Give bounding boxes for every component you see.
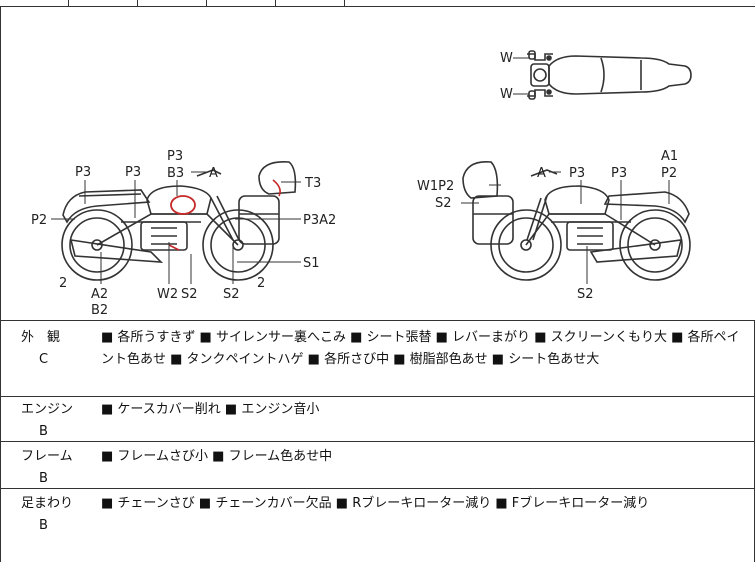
damage-mark-engine bbox=[168, 244, 180, 251]
row-label: フレーム bbox=[21, 449, 73, 464]
left-side-motorcycle-icon bbox=[61, 160, 297, 281]
right-label-p3-rear: P3 bbox=[611, 166, 627, 181]
row-notes: ■ 各所うすきず ■ サイレンサー裏へこみ ■ シート張替 ■ レバーまがり ■… bbox=[101, 330, 740, 367]
row-notes: ■ ケースカバー削れ ■ エンジン音小 bbox=[101, 402, 320, 417]
damage-mark-tank bbox=[170, 195, 196, 215]
table-cell bbox=[276, 0, 345, 6]
left-label-w2: W2 bbox=[157, 287, 178, 302]
row-suspension: 足まわり B ■ チェーンさび ■ チェーンカバー欠品 ■ Rブレーキローター減… bbox=[0, 488, 755, 562]
left-label-t3: T3 bbox=[304, 176, 321, 191]
right-label-s2-bottom: S2 bbox=[577, 287, 594, 302]
table-cell bbox=[0, 0, 69, 6]
left-label-2-right: 2 bbox=[257, 276, 265, 291]
left-label-a: A bbox=[209, 166, 218, 181]
row-notes: ■ フレームさび小 ■ フレーム色あせ中 bbox=[101, 449, 333, 464]
right-leader-lines bbox=[461, 171, 670, 284]
left-label-s1: S1 bbox=[303, 256, 320, 271]
row-engine: エンジン B ■ ケースカバー削れ ■ エンジン音小 bbox=[0, 396, 755, 442]
row-grade: C bbox=[39, 352, 49, 367]
left-label-p2: P2 bbox=[31, 213, 47, 228]
previous-table-edge bbox=[0, 0, 755, 7]
row-grade: B bbox=[39, 471, 48, 486]
left-label-p3-rear: P3 bbox=[75, 165, 91, 180]
right-side-motorcycle-icon bbox=[462, 161, 691, 281]
left-leader-lines bbox=[51, 171, 301, 284]
table-cell bbox=[207, 0, 276, 6]
right-label-w1p2: W1P2 bbox=[417, 179, 454, 194]
top-label-w-upper: W bbox=[500, 51, 513, 66]
right-label-a: A bbox=[537, 166, 546, 181]
top-view-motorcycle-icon bbox=[527, 50, 692, 100]
left-label-b3: B3 bbox=[167, 166, 184, 181]
row-notes: ■ チェーンさび ■ チェーンカバー欠品 ■ Rブレーキローター減り ■ Fブレ… bbox=[101, 496, 650, 511]
left-label-p3a2: P3A2 bbox=[303, 213, 336, 228]
row-label: 足まわり bbox=[21, 496, 74, 511]
damage-mark-screen bbox=[272, 179, 281, 197]
row-label: 外 観 bbox=[21, 330, 61, 345]
table-cell bbox=[138, 0, 207, 6]
row-grade: B bbox=[39, 518, 48, 533]
left-label-2-left: 2 bbox=[59, 276, 67, 291]
right-label-a1: A1 bbox=[661, 149, 678, 164]
right-label-p3-front: P3 bbox=[569, 166, 585, 181]
left-label-a2: A2 bbox=[91, 287, 108, 302]
table-cell bbox=[69, 0, 138, 6]
right-label-p2: P2 bbox=[661, 166, 677, 181]
damage-diagram-area: W W bbox=[0, 7, 755, 320]
left-label-p3-mid: P3 bbox=[125, 165, 141, 180]
row-label: エンジン bbox=[21, 402, 74, 417]
left-label-s2-b: S2 bbox=[223, 287, 240, 302]
row-frame: フレーム B ■ フレームさび小 ■ フレーム色あせ中 bbox=[0, 441, 755, 489]
row-exterior: 外 観 C ■ 各所うすきず ■ サイレンサー裏へこみ ■ シート張替 ■ レバ… bbox=[0, 320, 755, 397]
top-label-w-lower: W bbox=[500, 87, 513, 102]
left-label-s2-a: S2 bbox=[181, 287, 198, 302]
left-label-p3-top: P3 bbox=[167, 149, 183, 164]
motorcycle-diagrams: W W bbox=[31, 50, 692, 318]
row-grade: B bbox=[39, 424, 48, 439]
left-label-b2: B2 bbox=[91, 303, 108, 318]
right-label-s2-top: S2 bbox=[435, 196, 452, 211]
